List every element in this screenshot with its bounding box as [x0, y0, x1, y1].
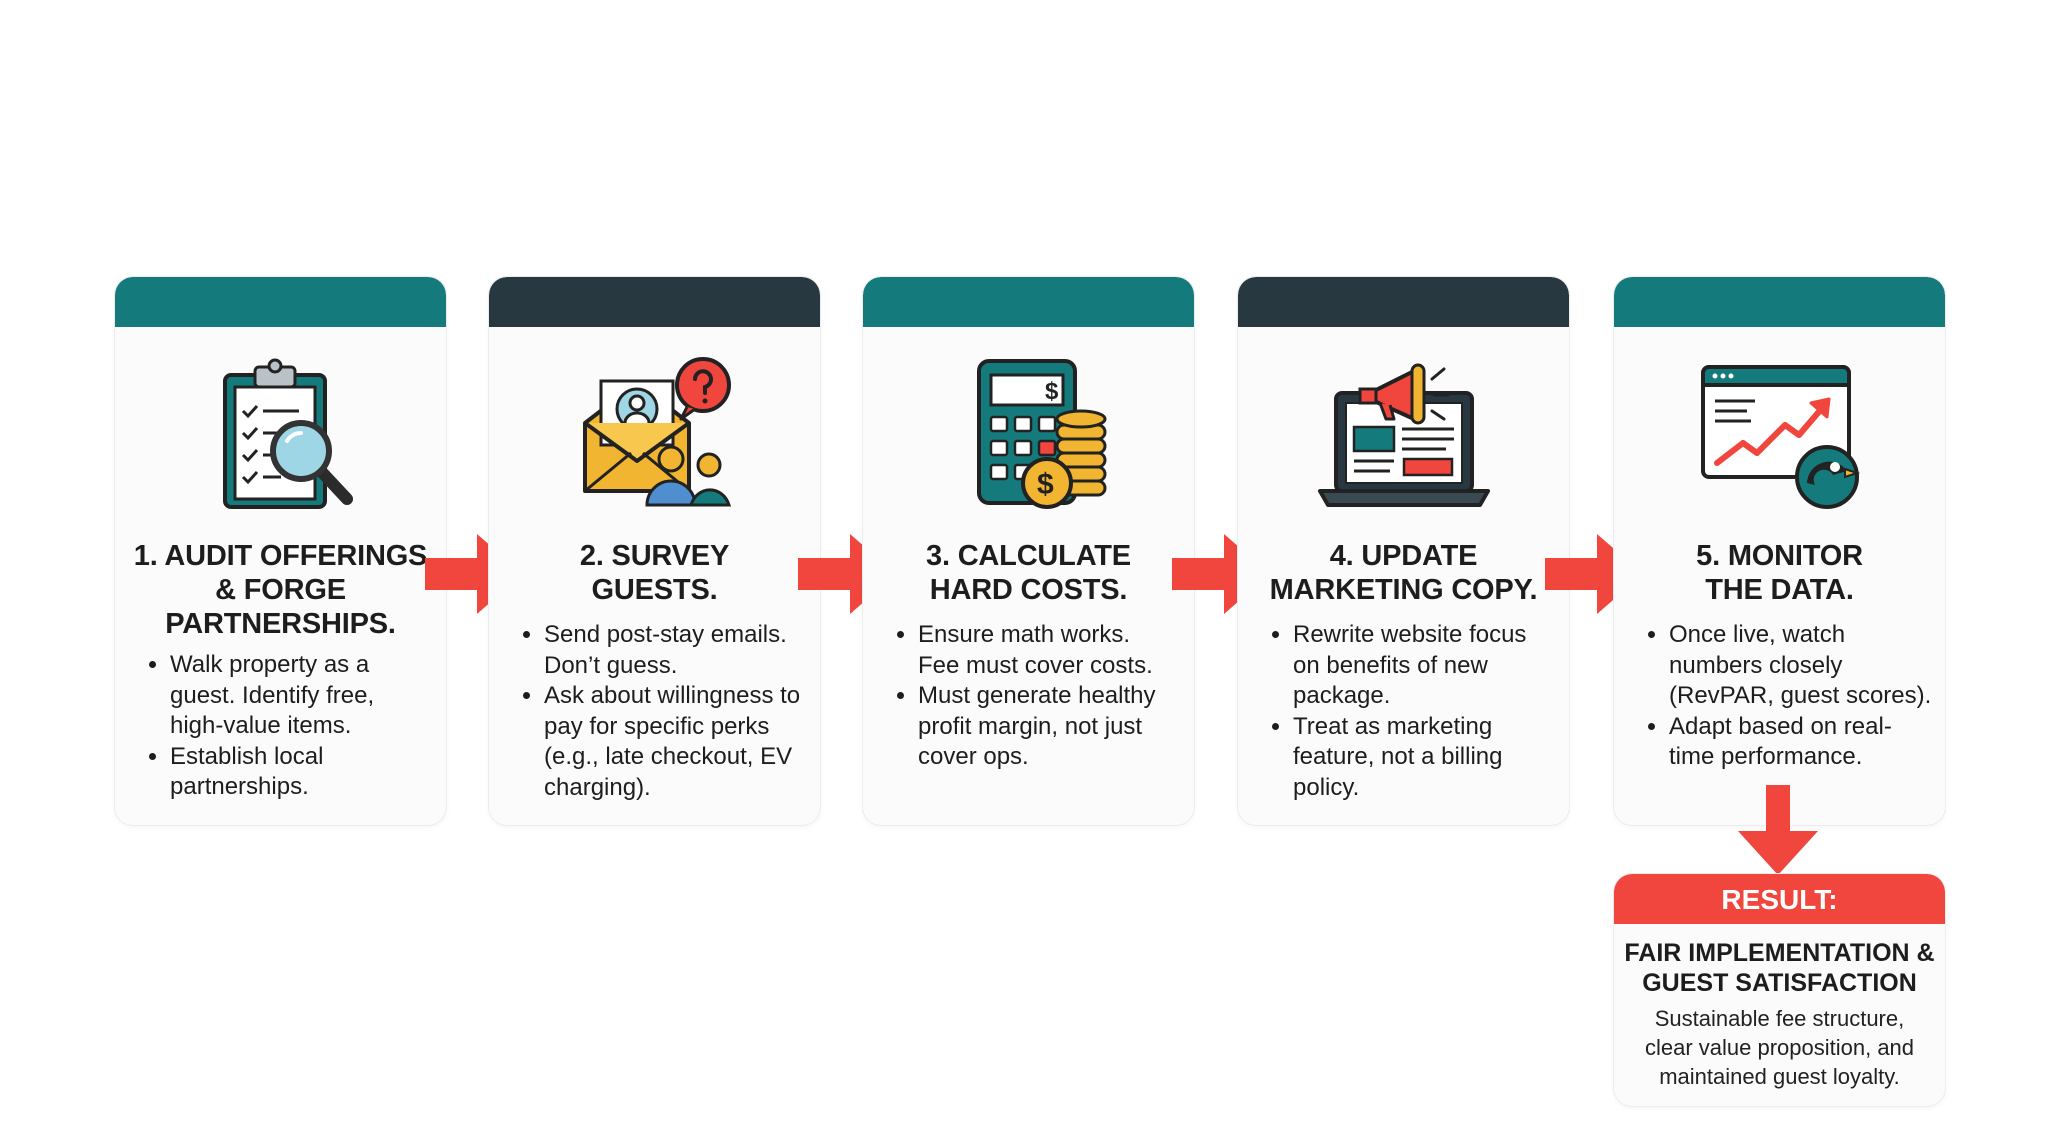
step-card-2: 2. SURVEY GUESTS. Send post-stay emails.…	[489, 277, 820, 825]
step-bullets: Rewrite website focus on benefits of new…	[1266, 620, 1561, 803]
calculator-coins-icon: $ $	[863, 353, 1194, 513]
step-bullets: Send post-stay emails. Don’t guess. Ask …	[517, 620, 812, 803]
bullet-item: Adapt based on real- time performance.	[1669, 712, 1937, 773]
step-card-band	[863, 277, 1194, 327]
step-card-band	[1614, 277, 1945, 327]
step-card-5: 5. MONITOR THE DATA. Once live, watch nu…	[1614, 277, 1945, 825]
laptop-megaphone-icon	[1238, 353, 1569, 513]
bullet-item: Establish local partnerships.	[170, 742, 438, 803]
bullet-item: Treat as marketing feature, not a billin…	[1293, 712, 1561, 804]
step-title: 5. MONITOR THE DATA.	[1696, 540, 1863, 606]
step-card-band	[115, 277, 446, 327]
bullet-item: Ask about willingness to pay for specifi…	[544, 681, 812, 803]
clipboard-magnifier-icon	[115, 353, 446, 513]
step-title: 2. SURVEY GUESTS.	[579, 540, 730, 606]
bullet-item: Rewrite website focus on benefits of new…	[1293, 620, 1561, 712]
bullet-item: Once live, watch numbers closely (RevPAR…	[1669, 620, 1937, 712]
result-label: RESULT:	[1614, 874, 1945, 924]
result-card: RESULT: FAIR IMPLEMENTATION & GUEST SATI…	[1614, 874, 1945, 1106]
result-title: FAIR IMPLEMENTATION & GUEST SATISFACTION	[1624, 939, 1935, 997]
svg-text:$: $	[1045, 378, 1059, 405]
bullet-item: Send post-stay emails. Don’t guess.	[544, 620, 812, 681]
step-title: 4. UPDATE MARKETING COPY.	[1269, 540, 1538, 606]
result-description: Sustainable fee structure, clear value p…	[1644, 1006, 1915, 1089]
step-bullets: Once live, watch numbers closely (RevPAR…	[1642, 620, 1937, 773]
step-card-1: 1. AUDIT OFFERINGS & FORGE PARTNERSHIPS.…	[115, 277, 446, 825]
bullet-item: Ensure math works. Fee must cover costs.	[918, 620, 1186, 681]
step-bullets: Ensure math works. Fee must cover costs.…	[891, 620, 1186, 773]
step-title: 3. CALCULATE HARD COSTS.	[926, 540, 1131, 606]
step-card-4: 4. UPDATE MARKETING COPY. Rewrite websit…	[1238, 277, 1569, 825]
dashboard-trend-icon	[1614, 353, 1945, 513]
bullet-item: Walk property as a guest. Identify free,…	[170, 650, 438, 742]
bullet-item: Must generate healthy profit margin, not…	[918, 681, 1186, 773]
flow-arrow-down-icon	[1736, 785, 1820, 877]
envelope-question-icon	[489, 353, 820, 513]
step-card-3: $ $ 3. CALCULATE HARD COSTS. Ensure	[863, 277, 1194, 825]
step-bullets: Walk property as a guest. Identify free,…	[143, 650, 438, 803]
svg-text:$: $	[1037, 468, 1054, 501]
step-card-band	[489, 277, 820, 327]
step-card-band	[1238, 277, 1569, 327]
step-title: 1. AUDIT OFFERINGS & FORGE PARTNERSHIPS.	[133, 540, 428, 640]
